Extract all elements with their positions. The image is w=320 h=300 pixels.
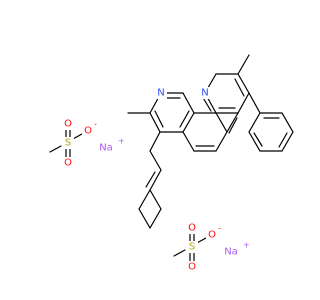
bond (182, 112, 195, 133)
phenyl-ring (248, 112, 294, 152)
svg-text:Na: Na (224, 247, 238, 258)
bond (278, 132, 288, 148)
svg-text:S: S (189, 242, 195, 253)
bond (149, 169, 162, 191)
bond (237, 92, 250, 114)
upper-phenyl-group (248, 92, 294, 152)
bond (149, 131, 161, 152)
bond (182, 131, 195, 152)
sulfur-atom-1: S (62, 137, 74, 149)
svg-text:N: N (201, 88, 208, 99)
bond (253, 132, 263, 147)
svg-text:O: O (64, 158, 72, 169)
bond (145, 171, 156, 188)
bond (215, 131, 228, 152)
bond (149, 112, 161, 133)
negative-charge: - (94, 120, 97, 129)
bond (149, 208, 162, 229)
methanesulfonate-2-bonds (173, 229, 207, 265)
svg-text:N: N (157, 88, 164, 99)
bond (173, 249, 186, 257)
phenanthroline-core (127, 54, 250, 152)
svg-text:S: S (65, 138, 71, 149)
chemical-structure-diagram: N N S O O O - Na + S O O O - (49, 54, 294, 273)
bond (138, 189, 151, 210)
svg-text:O: O (64, 119, 72, 130)
positive-charge: + (118, 137, 125, 146)
svg-text:O: O (188, 223, 196, 234)
oxygen-atom-2-top: O (186, 222, 198, 234)
sulfur-atom-2: S (186, 241, 198, 253)
svg-text:O: O (208, 230, 216, 241)
bond (248, 92, 261, 114)
bond (182, 92, 195, 114)
nitrogen-atom-right: N (199, 87, 211, 99)
methyl-bond (237, 54, 250, 75)
bond (49, 145, 62, 153)
bond (226, 112, 239, 133)
oxygen-atom-2-bottom: O (186, 261, 198, 273)
oxygen-anion-2: O - (206, 224, 221, 241)
bond (237, 73, 250, 94)
bond (149, 189, 162, 210)
svg-text:O: O (188, 262, 196, 273)
oxygen-atom-1-top: O (62, 118, 74, 130)
positive-charge: + (243, 241, 250, 250)
bond (215, 112, 228, 133)
nitrogen-atom-left: N (155, 87, 167, 99)
bond (138, 208, 151, 229)
oxygen-anion-1: O - (82, 120, 97, 137)
bond (154, 110, 164, 128)
bond (179, 110, 190, 128)
sodium-cation-1: Na + (99, 137, 125, 154)
svg-text:Na: Na (99, 143, 113, 154)
bond (228, 117, 238, 134)
lower-phenyl-group (138, 131, 162, 229)
sodium-cation-2: Na + (224, 241, 250, 258)
svg-text:O: O (84, 126, 92, 137)
negative-charge: - (218, 224, 221, 233)
bond (234, 78, 245, 97)
oxygen-atom-1-bottom: O (62, 157, 74, 169)
bond (149, 150, 162, 171)
